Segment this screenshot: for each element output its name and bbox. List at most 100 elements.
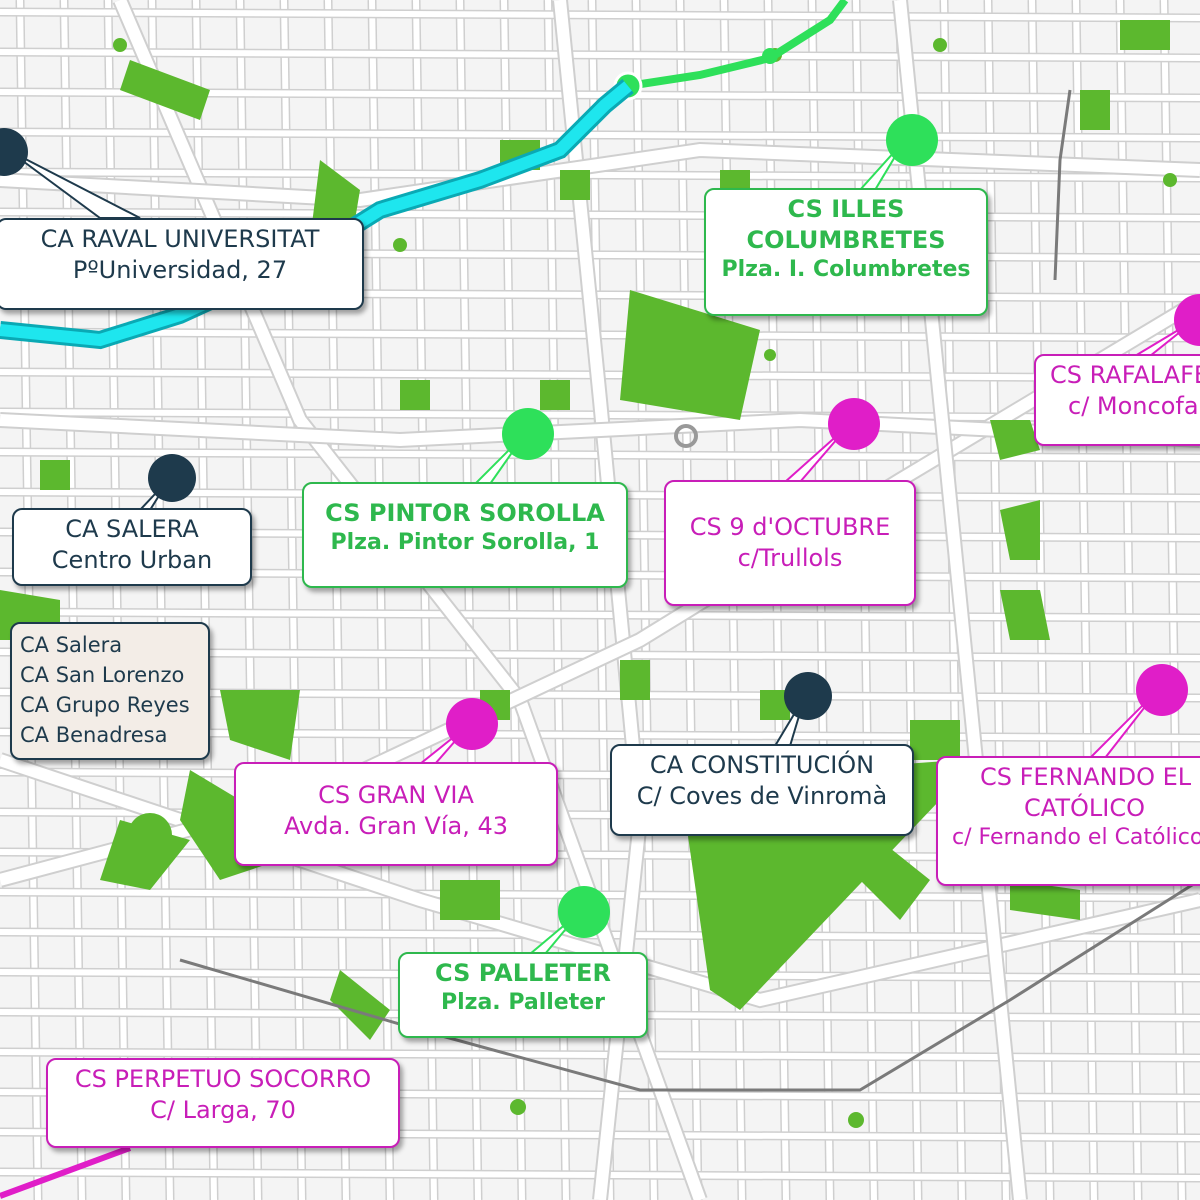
park	[220, 690, 300, 760]
callout-title: CA SALERA	[65, 515, 199, 543]
leader	[0, 1145, 132, 1199]
callout-cs-9-octubre[interactable]: CS 9 d'OCTUBRE c/Trullols	[664, 480, 916, 606]
roundabout	[674, 424, 698, 448]
callout-title: CS PINTOR SOROLLA	[325, 499, 605, 527]
avenue	[0, 143, 1200, 207]
street	[1161, 0, 1185, 1200]
street	[105, 0, 129, 1200]
callout-title-line2: CATÓLICO	[1024, 794, 1145, 823]
park	[1080, 90, 1110, 130]
callout-ca-constitucion[interactable]: CA CONSTITUCIÓN C/ Coves de Vinromà	[610, 744, 914, 836]
ca-list-item: CA Salera	[20, 633, 123, 657]
street	[61, 0, 85, 1200]
callout-cs-palleter[interactable]: CS PALLETER Plza. Palleter	[398, 952, 648, 1038]
street	[633, 0, 657, 1200]
park	[860, 840, 930, 920]
callout-cs-perpetuo-socorro[interactable]: CS PERPETUO SOCORRO C/ Larga, 70	[46, 1058, 400, 1148]
park	[1120, 20, 1170, 50]
park	[1000, 500, 1040, 560]
cs-pintor-sorolla-pin	[502, 408, 554, 460]
marker-pins	[0, 114, 1200, 938]
ca-list-box[interactable]: CA Salera CA San Lorenzo CA Grupo Reyes …	[10, 622, 210, 760]
callout-address: Plza. Pintor Sorolla, 1	[330, 530, 600, 556]
ca-list-item: CA Grupo Reyes	[20, 693, 190, 717]
street	[1117, 0, 1141, 1200]
callout-title: CA RAVAL UNIVERSITAT	[40, 225, 320, 253]
callout-title-line1: CS FERNANDO EL	[980, 763, 1192, 791]
callout-address: c/Trullols	[737, 544, 843, 573]
park	[990, 420, 1040, 460]
street	[1073, 0, 1097, 1200]
callout-address: Plza. I. Columbretes	[721, 257, 971, 283]
street	[0, 49, 1200, 61]
callout-cs-gran-via[interactable]: CS GRAN VIA Avda. Gran Vía, 43	[234, 762, 558, 866]
park	[1000, 590, 1050, 640]
callout-address: Plza. Palleter	[440, 990, 605, 1016]
park	[40, 460, 70, 490]
callout-address: C/ Larga, 70	[150, 1096, 296, 1125]
callout-title-line2: COLUMBRETES	[746, 226, 946, 255]
cs-palleter-pin	[558, 886, 610, 938]
ca-list-item: CA San Lorenzo	[20, 663, 185, 687]
callout-cs-illes-columbretes[interactable]: CS ILLES COLUMBRETES Plza. I. Columbrete…	[704, 188, 988, 316]
park-dot	[393, 238, 407, 252]
callout-address: Centro Urban	[51, 546, 213, 575]
park	[120, 60, 210, 120]
park-dot	[510, 1099, 526, 1115]
park	[440, 880, 500, 920]
park-dot	[848, 1112, 864, 1128]
callout-cs-fernando-el-catolico[interactable]: CS FERNANDO EL CATÓLICO c/ Fernando el C…	[936, 756, 1200, 886]
cs-rafalafena-pin	[1174, 294, 1200, 346]
callout-address: PºUniversidad, 27	[72, 256, 288, 285]
callout-address: Avda. Gran Vía, 43	[283, 812, 508, 841]
park	[1010, 880, 1080, 920]
callout-title: CS PERPETUO SOCORRO	[74, 1065, 372, 1093]
callout-address: c/ Fernando el Católico	[952, 825, 1200, 851]
corridor-node	[762, 48, 778, 64]
cs-illes-columbretes-pin	[886, 114, 938, 166]
park-dot	[764, 349, 776, 361]
railway	[179, 878, 1200, 1092]
cs-9-octubre-pin	[828, 398, 880, 450]
street	[0, 129, 1200, 141]
callout-address: c/ Moncofa	[1068, 392, 1199, 421]
callout-title: CA CONSTITUCIÓN	[649, 751, 875, 779]
street	[0, 609, 1200, 621]
callout-title: CS RAFALAFENA	[1050, 361, 1200, 389]
park	[760, 690, 790, 720]
callout-cs-rafalafena[interactable]: CS RAFALAFENA c/ Moncofa	[1034, 354, 1200, 446]
park	[910, 720, 960, 760]
park	[400, 380, 430, 410]
callout-title: CS PALLETER	[435, 959, 611, 987]
ca-salera-pin	[148, 454, 196, 502]
park-dot	[1163, 173, 1177, 187]
park	[560, 170, 590, 200]
street	[0, 9, 1200, 21]
park-dot	[128, 813, 172, 857]
callout-title: CS GRAN VIA	[318, 781, 474, 809]
callout-ca-raval-universitat[interactable]: CA RAVAL UNIVERSITAT PºUniversidad, 27	[0, 218, 364, 310]
ca-list-item: CA Benadresa	[20, 723, 168, 747]
park	[330, 970, 390, 1040]
callout-ca-salera[interactable]: CA SALERA Centro Urban	[12, 508, 252, 586]
cs-gran-via-pin	[446, 698, 498, 750]
railway	[1053, 89, 1072, 281]
street	[0, 209, 1200, 221]
railway-line	[179, 89, 1200, 1092]
river-channel	[0, 79, 634, 350]
callout-cs-pintor-sorolla[interactable]: CS PINTOR SOROLLA Plza. Pintor Sorolla, …	[302, 482, 628, 588]
ca-raval-universitat-pin	[0, 128, 28, 176]
callout-address: C/ Coves de Vinromà	[636, 782, 888, 811]
street	[149, 0, 173, 1200]
park	[620, 660, 650, 700]
park-dot	[113, 38, 127, 52]
park	[540, 380, 570, 410]
callout-title-line1: CS ILLES	[787, 195, 905, 223]
cs-fernando-el-catolico-pin	[1136, 664, 1188, 716]
park-dot	[933, 38, 947, 52]
river	[0, 81, 632, 347]
park	[620, 290, 760, 420]
callout-title: CS 9 d'OCTUBRE	[689, 513, 891, 541]
ca-constitucion-pin	[784, 672, 832, 720]
